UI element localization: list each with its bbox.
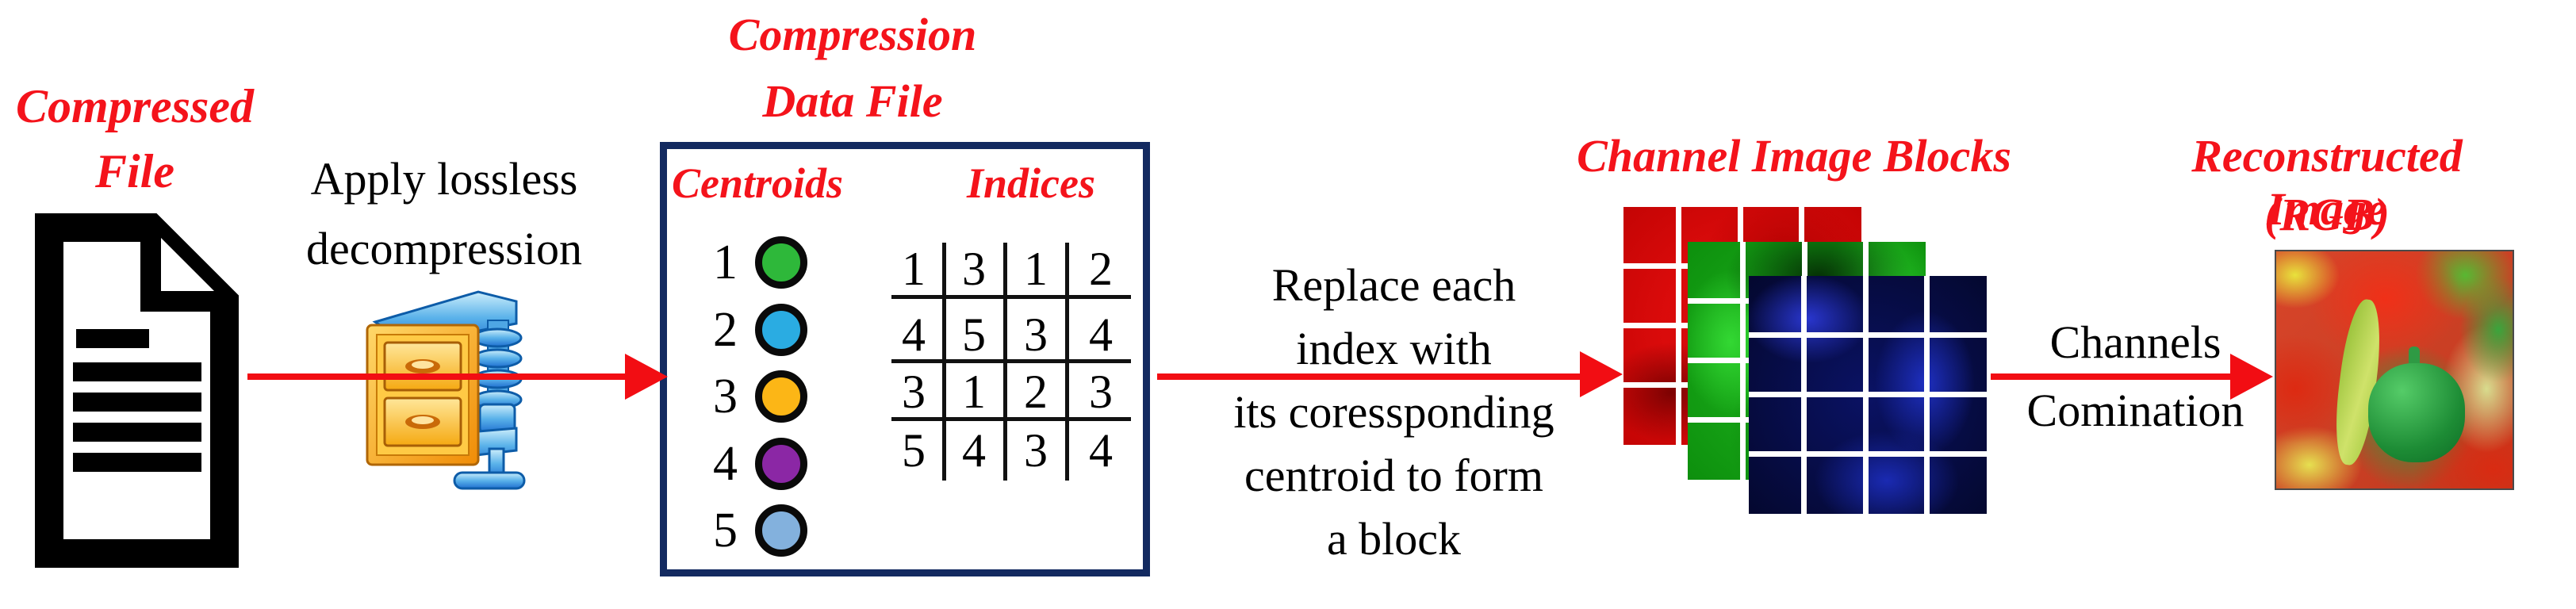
index-cell: 3	[902, 366, 926, 418]
flow-arrow-3-line	[1991, 373, 2232, 380]
compressed-file-label-line1: Compressed	[16, 80, 254, 132]
centroid-row: 2	[692, 303, 807, 357]
zip-compressor-icon	[366, 290, 526, 490]
index-cell: 5	[962, 308, 986, 361]
index-cell: 4	[962, 424, 986, 477]
index-cell: 1	[962, 366, 986, 418]
indices-label: Indices	[967, 159, 1095, 207]
centroid-color-dot	[755, 370, 807, 423]
centroid-color-dot	[755, 303, 807, 356]
reconstructed-image-label-line1: Reconstructed Image	[2191, 130, 2463, 235]
flow-arrow-2-line	[1157, 373, 1581, 380]
flow-arrow-1-line	[247, 373, 627, 380]
centroid-row: 3	[692, 370, 807, 423]
document-icon	[35, 213, 239, 568]
index-cell: 2	[1089, 243, 1113, 295]
index-cell: 3	[1024, 308, 1048, 361]
replace-step-line: centroid to form	[1244, 450, 1543, 501]
index-cell: 3	[1089, 366, 1113, 418]
index-cell: 1	[1024, 243, 1048, 295]
data-file-title-line2: Data File	[762, 75, 943, 127]
centroid-row: 1	[692, 236, 807, 289]
indices-table-hline	[891, 417, 1131, 421]
replace-step-line: index with	[1296, 323, 1492, 374]
flow-arrow-2-head	[1580, 351, 1623, 397]
flow-arrow-3-head	[2230, 354, 2273, 400]
centroid-row: 4	[692, 437, 807, 491]
reconstructed-image-label-line2: (RGB)	[2264, 189, 2390, 240]
indices-table-hline	[891, 295, 1131, 299]
index-cell: 1	[902, 243, 926, 295]
index-cell: 4	[1089, 308, 1113, 361]
replace-step-text: Replace each index with its coressponding c…	[1182, 254, 1606, 571]
index-cell: 4	[902, 308, 926, 361]
centroid-number: 3	[713, 370, 738, 423]
index-cell: 2	[1024, 366, 1048, 418]
indices-table-hline	[891, 359, 1131, 363]
flow-arrow-1-head	[625, 354, 668, 400]
centroid-number: 2	[713, 302, 738, 357]
centroids-label: Centroids	[671, 159, 844, 207]
centroid-number: 5	[713, 504, 738, 557]
green-bell-pepper-shape	[2368, 362, 2466, 462]
apply-step-line1: Apply lossless	[310, 153, 578, 205]
centroid-color-dot	[755, 437, 807, 490]
index-cell: 3	[1024, 424, 1048, 477]
index-cell: 5	[902, 424, 926, 477]
apply-step-line2: decompression	[306, 223, 582, 274]
centroid-number: 4	[713, 436, 738, 491]
combination-step-line1: Channels	[2049, 316, 2221, 368]
replace-step-line: a block	[1326, 513, 1462, 565]
data-file-title-line1: Compression	[728, 9, 977, 60]
blue-channel-block	[1749, 276, 1987, 514]
combination-step-line2: Comination	[2026, 385, 2244, 436]
centroid-color-dot	[755, 504, 807, 557]
channel-image-blocks-label: Channel Image Blocks	[1577, 130, 2011, 182]
centroid-row: 5	[692, 504, 807, 557]
centroid-color-dot	[755, 236, 807, 289]
reconstructed-peppers-image	[2275, 250, 2514, 490]
compressed-file-label-line2: File	[95, 145, 174, 197]
replace-step-line: Replace each	[1271, 259, 1516, 311]
index-cell: 3	[962, 243, 986, 295]
replace-step-line: its coressponding	[1233, 386, 1554, 438]
index-cell: 4	[1089, 424, 1113, 477]
centroid-number: 1	[713, 236, 738, 289]
